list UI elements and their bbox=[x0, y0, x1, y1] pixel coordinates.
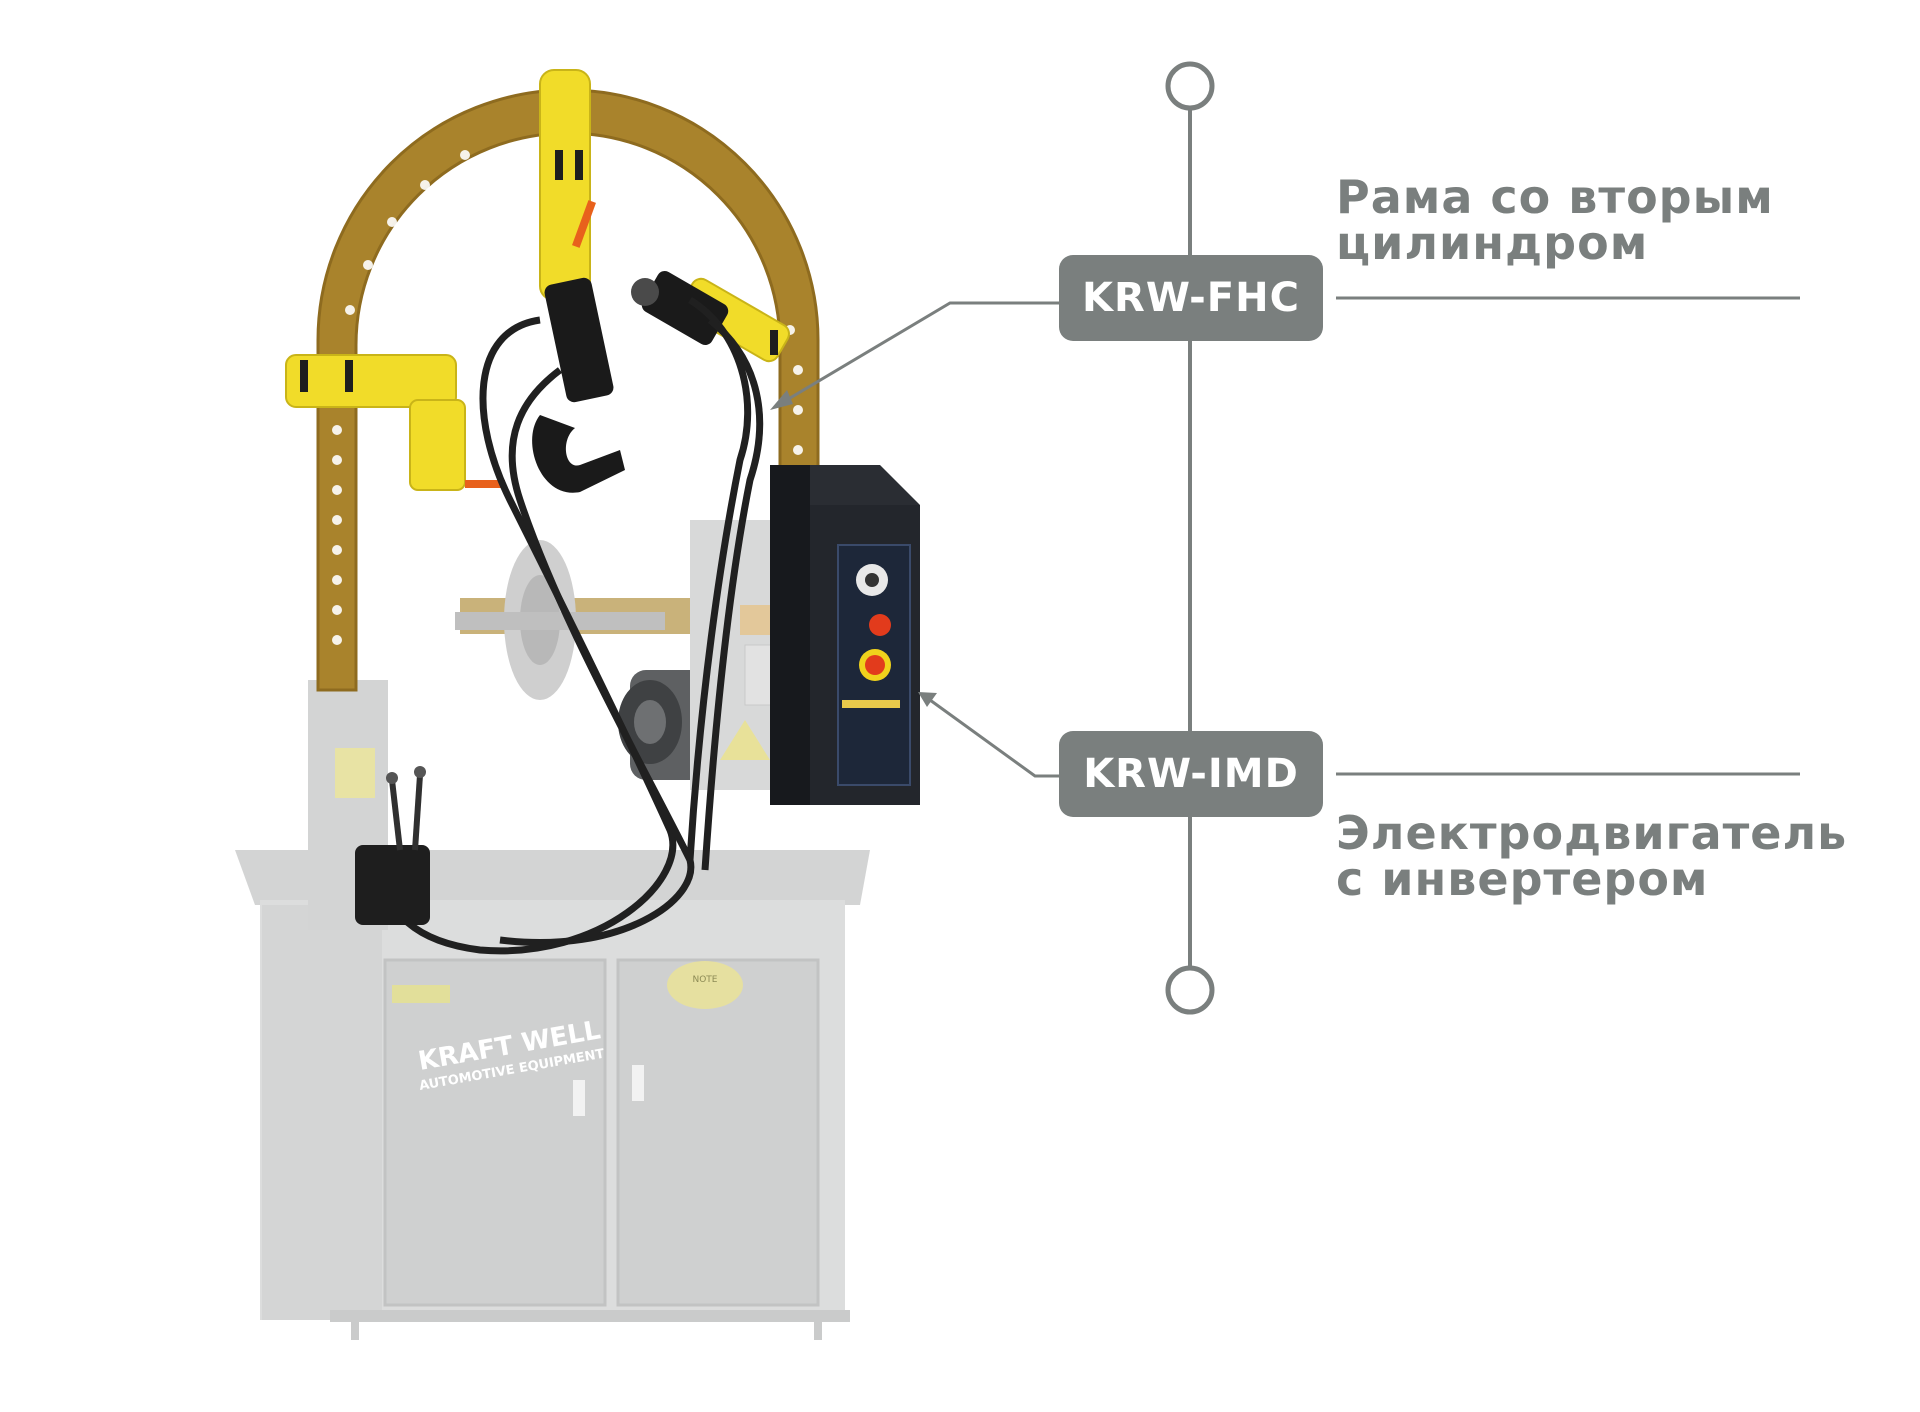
control-valve bbox=[355, 766, 430, 925]
imd-leader-arrow bbox=[918, 692, 937, 707]
callout-bottom-circle bbox=[1165, 965, 1215, 1015]
description-line: Рама со вторым bbox=[1336, 170, 1774, 224]
note-label: NOTE bbox=[692, 975, 717, 985]
hydraulic-cylinders bbox=[532, 271, 729, 493]
inverter-control-box bbox=[770, 465, 920, 805]
description-krw-fhc: Рама со вторым цилиндром bbox=[1336, 174, 1774, 266]
fhc-leader-arrow bbox=[770, 390, 793, 410]
callout-top-circle bbox=[1165, 61, 1215, 111]
description-line: с инвертером bbox=[1336, 852, 1709, 906]
hydraulic-hoses bbox=[376, 297, 764, 955]
description-line: цилиндром bbox=[1336, 216, 1649, 270]
imd-leader-line bbox=[929, 698, 1059, 778]
badge-krw-fhc: KRW-FHC bbox=[1059, 255, 1323, 341]
cabinet: NOTE KRAFT WELL AUTOMOTIVE EQUIPMENT bbox=[235, 850, 870, 1340]
badge-krw-imd: KRW-IMD bbox=[1059, 731, 1323, 817]
arch-frame bbox=[316, 88, 820, 692]
description-line: Электродвигатель bbox=[1336, 806, 1848, 860]
fhc-leader-line bbox=[779, 301, 1059, 406]
description-krw-imd: Электродвигатель с инвертером bbox=[1336, 810, 1847, 902]
